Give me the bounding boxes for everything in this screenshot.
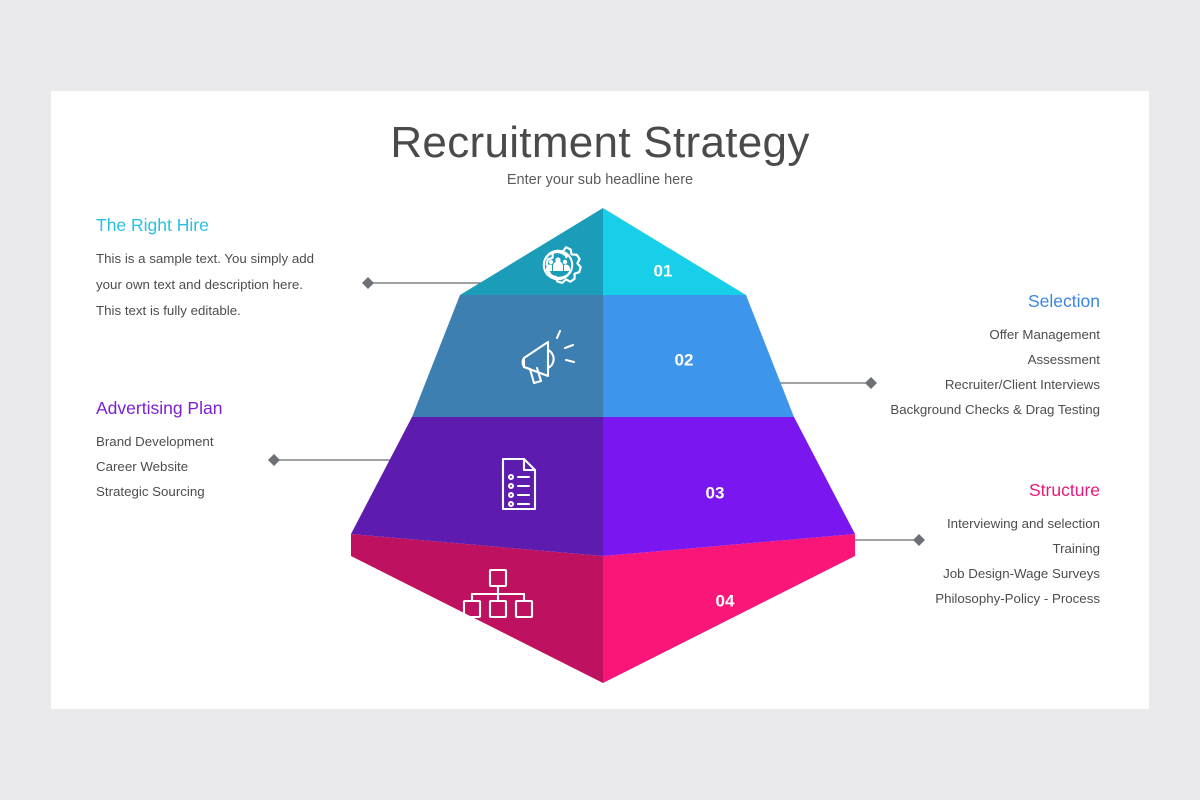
tier-03-number: 03 bbox=[706, 483, 725, 502]
tier-01-number: 01 bbox=[654, 261, 673, 280]
list-item: Brand Development bbox=[96, 434, 214, 449]
list-item: Offer Management bbox=[989, 327, 1100, 342]
slide-card: Recruitment Strategy Enter your sub head… bbox=[51, 91, 1149, 709]
advertising-list: Brand Development Career Website Strateg… bbox=[96, 429, 346, 504]
tier-03-right-face bbox=[603, 417, 855, 556]
list-item: Interviewing and selection bbox=[946, 516, 1100, 531]
gear-people-icon bbox=[542, 246, 582, 284]
advertising-heading: Advertising Plan bbox=[96, 398, 223, 418]
right-hire-heading: The Right Hire bbox=[96, 215, 209, 235]
selection-list: Offer Management Assessment Recruiter/Cl… bbox=[829, 322, 1100, 422]
info-block-right-hire: The Right Hire This is a sample text. Yo… bbox=[96, 215, 346, 324]
tier-01-left-face bbox=[460, 208, 603, 295]
pyramid-tier-03[interactable]: 03 bbox=[351, 417, 855, 556]
megaphone-icon bbox=[521, 329, 576, 385]
list-item: Background Checks & Drag Testing bbox=[890, 402, 1100, 417]
info-block-structure: Structure Interviewing and selection Tra… bbox=[829, 480, 1100, 611]
tier-04-right-face bbox=[603, 534, 855, 683]
tier-04-number: 04 bbox=[716, 591, 735, 610]
right-hire-line-3: This text is fully editable. bbox=[96, 303, 241, 318]
pyramid-tier-02[interactable]: 02 bbox=[412, 295, 794, 417]
right-hire-line-2: your own text and description here. bbox=[96, 277, 303, 292]
tier-04-left-face bbox=[351, 534, 603, 683]
info-block-selection: Selection Offer Management Assessment Re… bbox=[829, 291, 1100, 422]
info-block-advertising-plan: Advertising Plan Brand Development Caree… bbox=[96, 398, 346, 504]
org-chart-icon bbox=[462, 568, 534, 619]
list-item: Recruiter/Client Interviews bbox=[944, 377, 1100, 392]
tier-02-number: 02 bbox=[675, 350, 694, 369]
list-item: Training bbox=[1052, 541, 1100, 556]
pyramid-tier-04[interactable]: 04 bbox=[351, 534, 855, 683]
tier-02-right-face bbox=[603, 295, 794, 417]
list-item: Philosophy-Policy - Process bbox=[935, 591, 1100, 606]
list-item: Job Design-Wage Surveys bbox=[943, 566, 1100, 581]
pyramid-tier-01[interactable]: 01 bbox=[460, 208, 746, 295]
structure-heading: Structure bbox=[1029, 480, 1100, 500]
selection-heading: Selection bbox=[1028, 291, 1100, 311]
list-item: Assessment bbox=[1027, 352, 1100, 367]
pyramid-diagram: 04 bbox=[343, 204, 863, 696]
list-item: Strategic Sourcing bbox=[96, 484, 205, 499]
list-item: Career Website bbox=[96, 459, 189, 474]
tier-01-right-face bbox=[603, 208, 746, 295]
tier-03-left-face bbox=[351, 417, 603, 556]
structure-list: Interviewing and selection Training Job … bbox=[829, 511, 1100, 611]
tier-02-left-face bbox=[412, 295, 603, 417]
right-hire-line-1: This is a sample text. You simply add bbox=[96, 251, 315, 266]
checklist-document-icon bbox=[501, 457, 537, 511]
page-title: Recruitment Strategy bbox=[390, 118, 810, 167]
page-subtitle: Enter your sub headline here bbox=[506, 172, 694, 188]
